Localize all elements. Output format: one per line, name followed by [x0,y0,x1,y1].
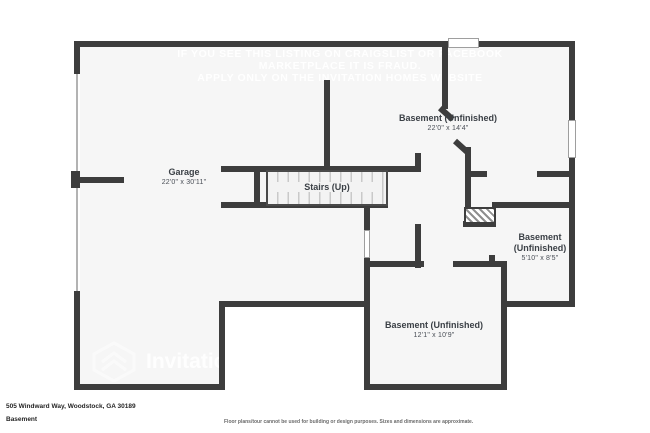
room-name-garage: Garage [168,167,200,177]
window-right-wall [568,120,576,158]
wall-exterior-bottom-left [74,384,224,390]
wall-stairs-left [254,166,260,208]
garage-door-line-2 [76,188,78,291]
room-dims-basement-upper: 22'0" x 14'4" [427,125,469,132]
watermark-line1: IF YOU SEE THIS LISTING ON CRAIGSLIST OR… [177,48,503,72]
wall-notch-horizontal [219,301,369,307]
wall-upper-right-vertical [442,44,448,109]
room-name-basement-right-line1: Basement [518,232,562,242]
wall-lower-room-right [501,262,507,390]
room-dims-garage: 22'0" x 30'11" [161,179,207,186]
hatched-area [464,207,496,224]
wall-exterior-left-lower [74,291,80,390]
watermark-brand-text: Invitatio [146,350,222,373]
garage-door-line-1 [76,73,78,171]
stairs-label: Stairs (Up) [276,182,378,192]
wall-mid-horizontal-left [465,171,487,177]
wall-garage-stub [71,171,80,188]
wall-mid-horizontal-right [537,171,575,177]
disclaimer-text: Floor plans/tour cannot be used for buil… [224,419,474,425]
wall-lower-room-bottom [364,384,507,390]
room-name-basement-right-line2: (Unfinished) [513,243,567,253]
room-label-garage: Garage 22'0" x 30'11" [114,167,254,187]
wall-lower-room-top-left [364,261,424,267]
wall-right-room-bottom [501,301,575,307]
floor-level-label: Basement [6,416,38,423]
vent-top-wall [448,38,479,48]
room-label-basement-right: Basement (Unfinished) 5'10" x 8'5" [495,232,585,263]
watermark-anti-scam: IF YOU SEE THIS LISTING ON CRAIGSLIST OR… [140,48,540,84]
floor-basement-lower [367,262,505,387]
room-label-basement-lower: Basement (Unfinished) 12'1" x 10'9" [364,320,504,340]
wall-doorway-nub [489,255,495,265]
room-dims-basement-lower: 12'1" x 10'9" [413,332,455,339]
wall-lower-room-left-upper [364,208,370,230]
watermark-brand: Invitatio [88,338,222,382]
wall-mid-right-vertical [465,147,471,208]
room-label-basement-upper: Basement (Unfinished) 22'0" x 14'4" [378,113,518,133]
room-dims-basement-right: 5'10" x 8'5" [521,255,559,262]
watermark-line2: APPLY ONLY ON THE INVITATION HOMES WEBSI… [197,72,483,84]
property-address: 505 Windward Way, Woodstock, GA 30189 [6,403,136,410]
wall-lower-room-left [364,258,370,390]
wall-garage-partition [77,177,124,183]
wall-corridor [415,224,421,268]
wall-exterior-left-upper [74,41,80,74]
wall-right-room-top [492,202,575,208]
invitation-homes-logo-icon [92,341,136,382]
wall-stairs-top [221,166,421,172]
wall-garage-basement-divider [324,80,330,172]
wall-notch-vertical [219,301,225,390]
wall-exterior-top [74,41,575,47]
wall-lower-room-top-right [453,261,507,267]
room-name-basement-upper: Basement (Unfinished) [398,113,497,123]
window-lower-room-left [364,230,370,258]
room-name-basement-lower: Basement (Unfinished) [384,320,483,330]
wall-stairs-riser [415,153,421,168]
wall-under-hatch [463,221,496,227]
